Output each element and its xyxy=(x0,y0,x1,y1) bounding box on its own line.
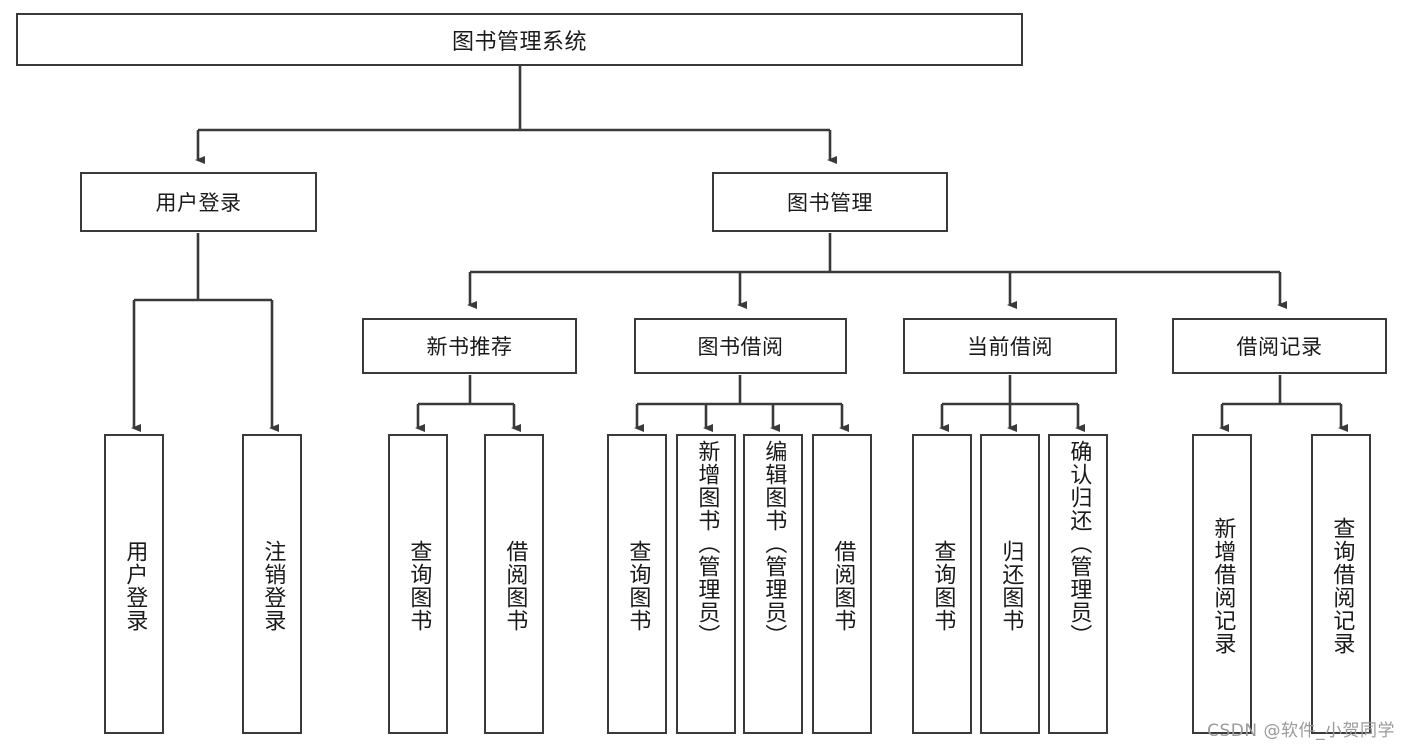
leaf-confirm-return[interactable]: 确认归还（管理员） xyxy=(1048,434,1108,734)
leaf-borrow-book-2[interactable]: 借阅图书 xyxy=(812,434,872,734)
leaf-borrow-book-1[interactable]: 借阅图书 xyxy=(484,434,544,734)
node-label: 查询图书 xyxy=(930,540,956,632)
leaf-query-record[interactable]: 查询借阅记录 xyxy=(1311,434,1371,734)
node-label: 注销登录 xyxy=(260,540,286,632)
leaf-query-book-3[interactable]: 查询图书 xyxy=(912,434,972,734)
node-label: 新书推荐 xyxy=(426,335,513,359)
node-label: 新增借阅记录 xyxy=(1210,517,1236,655)
node-label: 归还图书 xyxy=(998,540,1024,632)
leaf-logout[interactable]: 注销登录 xyxy=(242,434,302,734)
watermark-text: CSDN @软件_小贺同学 xyxy=(1207,721,1395,741)
leaf-return-book[interactable]: 归还图书 xyxy=(980,434,1040,734)
node-label: 图书管理 xyxy=(787,191,873,215)
node-root-system[interactable]: 图书管理系统 xyxy=(16,13,1023,66)
node-label: 编辑图书（管理员） xyxy=(761,440,787,647)
leaf-user-login[interactable]: 用户登录 xyxy=(104,434,164,734)
node-label: 查询借阅记录 xyxy=(1329,517,1355,655)
node-label: 查询图书 xyxy=(406,540,432,632)
node-label: 借阅记录 xyxy=(1236,335,1323,359)
node-label: 借阅图书 xyxy=(502,540,528,632)
node-user-login[interactable]: 用户登录 xyxy=(80,172,317,232)
leaf-add-record[interactable]: 新增借阅记录 xyxy=(1192,434,1252,734)
node-label: 当前借阅 xyxy=(967,335,1053,359)
leaf-query-book-2[interactable]: 查询图书 xyxy=(607,434,667,734)
node-label: 用户登录 xyxy=(155,191,242,215)
node-current-borrow[interactable]: 当前借阅 xyxy=(903,318,1117,374)
node-label: 新增图书（管理员） xyxy=(694,440,720,647)
node-new-book-rec[interactable]: 新书推荐 xyxy=(362,318,577,374)
node-book-manage[interactable]: 图书管理 xyxy=(712,172,948,232)
node-book-borrow[interactable]: 图书借阅 xyxy=(634,318,847,374)
node-label: 用户登录 xyxy=(122,540,148,632)
node-label: 图书借阅 xyxy=(697,335,784,359)
node-label: 查询图书 xyxy=(625,540,651,632)
leaf-add-book[interactable]: 新增图书（管理员） xyxy=(676,434,736,734)
leaf-edit-book[interactable]: 编辑图书（管理员） xyxy=(743,434,803,734)
node-label: 图书管理系统 xyxy=(451,29,587,55)
node-borrow-record[interactable]: 借阅记录 xyxy=(1172,318,1387,374)
leaf-query-book-1[interactable]: 查询图书 xyxy=(388,434,448,734)
node-label: 借阅图书 xyxy=(830,540,856,632)
node-label: 确认归还（管理员） xyxy=(1066,440,1092,647)
